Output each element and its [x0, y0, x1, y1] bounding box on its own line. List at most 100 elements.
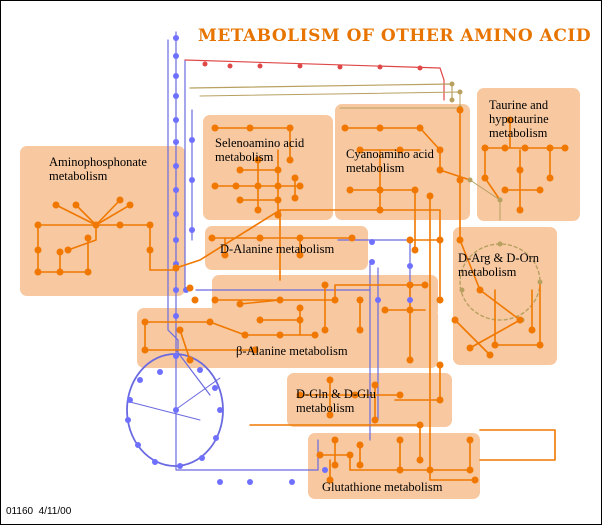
- metabolite-node[interactable]: [227, 63, 233, 69]
- metabolite-node[interactable]: [173, 287, 179, 293]
- metabolite-node[interactable]: [501, 186, 509, 194]
- metabolite-node[interactable]: [396, 436, 404, 444]
- metabolite-node[interactable]: [213, 435, 219, 441]
- metabolite-node[interactable]: [528, 326, 536, 334]
- metabolite-node[interactable]: [296, 304, 304, 312]
- metabolite-node[interactable]: [291, 174, 299, 182]
- metabolite-node[interactable]: [199, 455, 205, 461]
- metabolite-node[interactable]: [449, 81, 455, 87]
- metabolite-node[interactable]: [274, 196, 282, 204]
- metabolite-node[interactable]: [497, 197, 503, 203]
- metabolite-node[interactable]: [34, 246, 42, 254]
- metabolite-node[interactable]: [56, 248, 64, 256]
- metabolite-node[interactable]: [211, 124, 219, 132]
- metabolite-node[interactable]: [173, 139, 179, 145]
- metabolite-node[interactable]: [251, 346, 259, 354]
- metabolite-node[interactable]: [34, 221, 42, 229]
- metabolite-node[interactable]: [546, 174, 554, 182]
- metabolite-node[interactable]: [276, 331, 284, 339]
- metabolite-node[interactable]: [241, 331, 249, 339]
- metabolite-node[interactable]: [125, 417, 131, 423]
- metabolite-node[interactable]: [173, 73, 179, 79]
- metabolite-node[interactable]: [289, 479, 295, 485]
- metabolite-node[interactable]: [516, 206, 524, 214]
- metabolite-node[interactable]: [176, 326, 184, 334]
- metabolite-node[interactable]: [322, 467, 328, 473]
- metabolite-node[interactable]: [296, 234, 304, 242]
- metabolite-node[interactable]: [491, 341, 499, 349]
- metabolite-node[interactable]: [331, 296, 339, 304]
- metabolite-node[interactable]: [321, 326, 329, 334]
- metabolite-node[interactable]: [296, 251, 304, 259]
- metabolite-node[interactable]: [236, 166, 244, 174]
- metabolite-node[interactable]: [212, 385, 218, 391]
- metabolite-node[interactable]: [141, 346, 149, 354]
- metabolite-node[interactable]: [146, 221, 154, 229]
- metabolite-node[interactable]: [426, 466, 434, 474]
- metabolite-node[interactable]: [416, 456, 424, 464]
- metabolite-node[interactable]: [407, 297, 413, 303]
- pathway-label-d-gln-d-glu[interactable]: D-Gln & D-Glu metabolism: [296, 387, 376, 415]
- pathway-label-taurine-hypotaurine[interactable]: Taurine and hypotaurine metabolism: [489, 98, 549, 140]
- metabolite-node[interactable]: [481, 144, 489, 152]
- metabolite-node[interactable]: [286, 156, 294, 164]
- metabolite-node[interactable]: [411, 186, 419, 194]
- metabolite-node[interactable]: [326, 476, 334, 484]
- metabolite-node[interactable]: [466, 436, 474, 444]
- pathway-label-glutathione[interactable]: Glutathione metabolism: [322, 480, 443, 494]
- metabolite-node[interactable]: [356, 146, 364, 154]
- metabolite-node[interactable]: [173, 353, 179, 359]
- metabolite-node[interactable]: [137, 377, 143, 383]
- metabolite-node[interactable]: [286, 124, 294, 132]
- metabolite-node[interactable]: [416, 421, 424, 429]
- metabolite-node[interactable]: [337, 64, 343, 70]
- metabolite-node[interactable]: [173, 237, 179, 243]
- metabolite-node[interactable]: [197, 367, 203, 373]
- metabolite-node[interactable]: [436, 361, 444, 369]
- metabolite-node[interactable]: [546, 144, 554, 152]
- metabolite-node[interactable]: [449, 97, 455, 103]
- metabolite-node[interactable]: [172, 264, 180, 272]
- metabolite-node[interactable]: [346, 451, 354, 459]
- metabolite-node[interactable]: [208, 234, 216, 242]
- metabolite-node[interactable]: [274, 182, 282, 190]
- metabolite-node[interactable]: [211, 296, 219, 304]
- metabolite-node[interactable]: [348, 234, 356, 242]
- metabolite-node[interactable]: [116, 221, 124, 229]
- metabolite-node[interactable]: [254, 156, 262, 164]
- metabolite-node[interactable]: [381, 306, 389, 314]
- metabolite-node[interactable]: [296, 182, 304, 190]
- metabolite-node[interactable]: [296, 316, 304, 324]
- metabolite-node[interactable]: [236, 300, 244, 308]
- metabolite-node[interactable]: [177, 463, 183, 469]
- metabolite-node[interactable]: [146, 246, 154, 254]
- metabolite-node[interactable]: [247, 479, 253, 485]
- metabolite-node[interactable]: [127, 397, 133, 403]
- metabolite-node[interactable]: [516, 166, 524, 174]
- metabolite-node[interactable]: [173, 187, 179, 193]
- metabolite-node[interactable]: [377, 64, 383, 70]
- pathway-label-d-arg-d-orn[interactable]: D-Arg & D-Orn metabolism: [458, 251, 540, 279]
- metabolite-node[interactable]: [516, 316, 524, 324]
- metabolite-node[interactable]: [457, 89, 463, 95]
- metabolite-node[interactable]: [501, 144, 509, 152]
- metabolite-node[interactable]: [135, 442, 141, 448]
- metabolite-node[interactable]: [186, 356, 194, 364]
- metabolite-node[interactable]: [141, 318, 149, 326]
- metabolite-node[interactable]: [497, 241, 503, 247]
- metabolite-node[interactable]: [236, 196, 244, 204]
- metabolite-node[interactable]: [417, 65, 423, 71]
- metabolite-node[interactable]: [406, 281, 414, 289]
- pathway-label-d-alanine[interactable]: D-Alanine metabolism: [220, 242, 335, 256]
- metabolite-node[interactable]: [326, 376, 334, 384]
- metabolite-node[interactable]: [376, 206, 384, 214]
- metabolite-node[interactable]: [356, 296, 364, 304]
- metabolite-node[interactable]: [421, 281, 429, 289]
- metabolite-node[interactable]: [221, 251, 229, 259]
- metabolite-node[interactable]: [466, 466, 474, 474]
- metabolite-node[interactable]: [246, 124, 254, 132]
- metabolite-node[interactable]: [297, 63, 303, 69]
- metabolite-node[interactable]: [436, 146, 444, 154]
- metabolite-node[interactable]: [34, 268, 42, 276]
- metabolite-node[interactable]: [189, 177, 195, 183]
